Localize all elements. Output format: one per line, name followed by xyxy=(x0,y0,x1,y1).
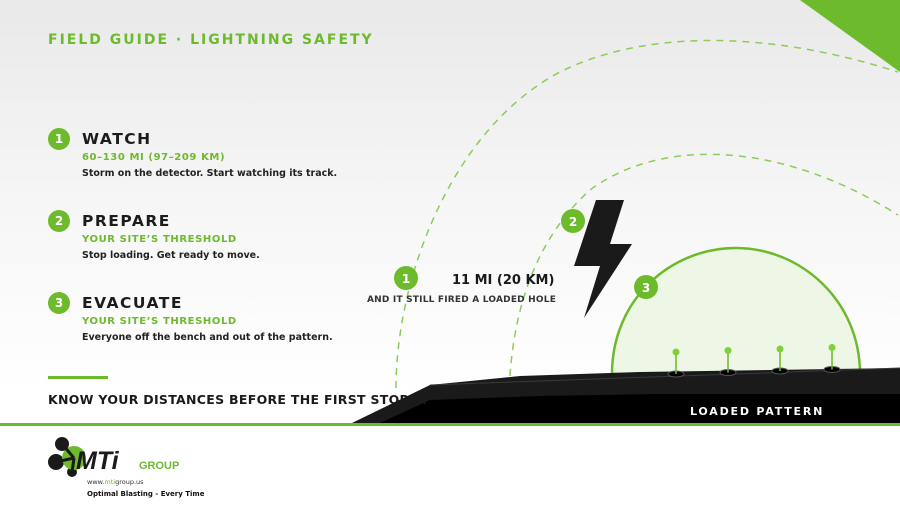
marker-2: 2 xyxy=(561,209,585,233)
loaded-holes xyxy=(667,344,841,378)
loaded-hole xyxy=(771,345,789,375)
loaded-pattern-label: LOADED PATTERN xyxy=(690,405,825,418)
step-number-badge: 2 xyxy=(48,210,70,232)
strike-distance-label: 11 MI (20 KM) xyxy=(452,273,555,288)
lightning-bolt-icon xyxy=(574,200,632,318)
marker-3-label: 3 xyxy=(642,281,650,295)
marker-1-label: 1 xyxy=(402,272,410,286)
step-description: Stop loading. Get ready to move. xyxy=(82,250,260,261)
marker-1: 1 xyxy=(394,266,418,290)
step-title: PREPARE xyxy=(82,212,171,230)
footer-divider xyxy=(0,423,900,426)
logo-brand: MTi xyxy=(76,447,120,475)
prepare-radius-arc xyxy=(509,153,899,377)
logo-group: GROUP xyxy=(139,460,179,472)
step-number-badge: 3 xyxy=(48,292,70,314)
logo-url: www.mtigroup.us xyxy=(87,478,144,486)
logo-tagline: Optimal Blasting - Every Time xyxy=(87,490,205,498)
step-title: EVACUATE xyxy=(82,294,183,312)
marker-3: 3 xyxy=(634,275,658,299)
loaded-hole xyxy=(719,347,737,376)
step-distance: YOUR SITE’S THRESHOLD xyxy=(82,316,237,327)
step-distance: 60–130 MI (97–209 KM) xyxy=(82,152,226,163)
step-title: WATCH xyxy=(82,130,152,148)
tagline: KNOW YOUR DISTANCES BEFORE THE FIRST STO… xyxy=(48,392,428,407)
evacuate-zone-dome xyxy=(610,246,862,376)
strike-distance-caption: AND IT STILL FIRED A LOADED HOLE xyxy=(367,295,557,305)
bench-face xyxy=(380,394,900,423)
step-description: Storm on the detector. Start watching it… xyxy=(82,168,338,179)
section-divider xyxy=(48,376,108,379)
footer xyxy=(0,426,900,506)
mti-group-logo: MTi GROUP xyxy=(48,437,179,477)
molecule-mark-icon xyxy=(48,437,86,477)
step-number-badge: 1 xyxy=(48,128,70,150)
loaded-hole xyxy=(667,348,685,378)
page-eyebrow: FIELD GUIDE · LIGHTNING SAFETY xyxy=(48,32,374,48)
marker-2-label: 2 xyxy=(569,215,577,229)
step-description: Everyone off the bench and out of the pa… xyxy=(82,332,333,343)
step-distance: YOUR SITE’S THRESHOLD xyxy=(82,234,237,245)
loaded-hole xyxy=(823,344,841,373)
